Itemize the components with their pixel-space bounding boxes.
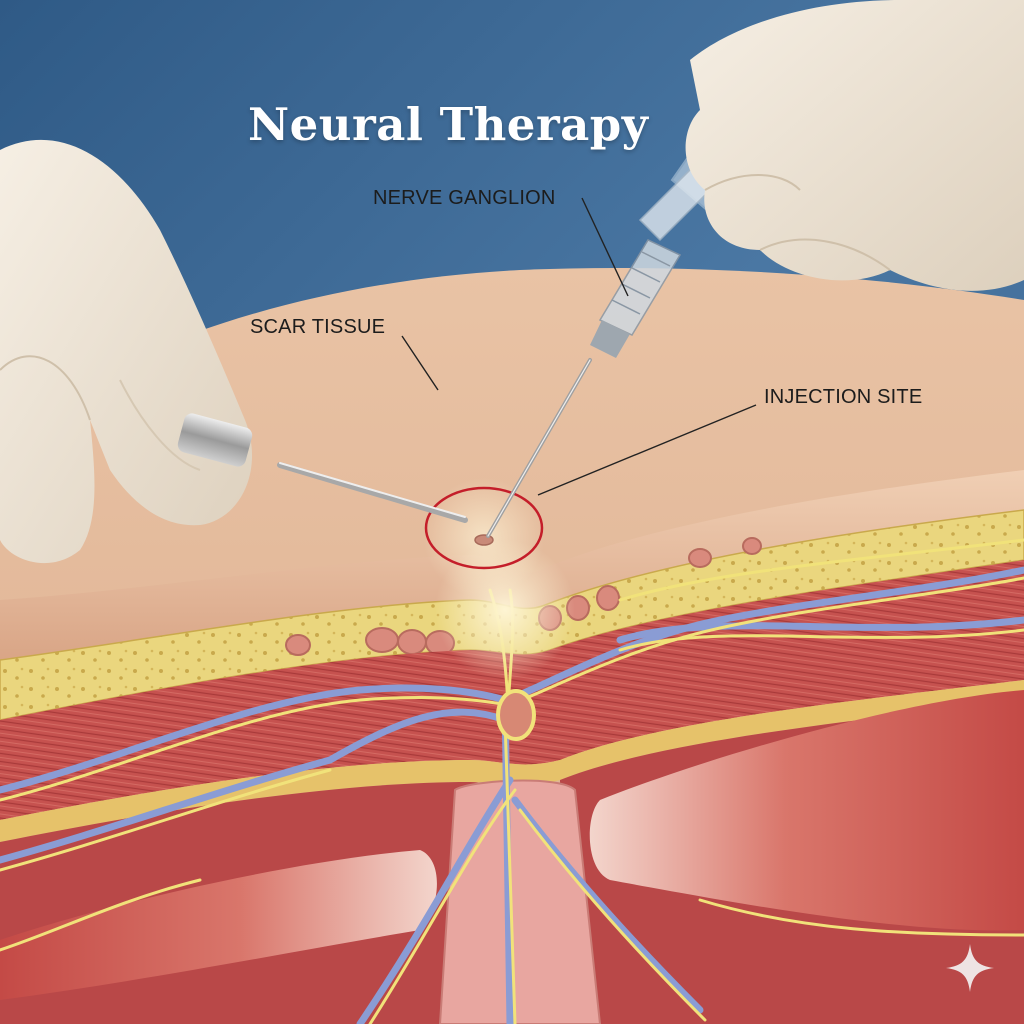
leader-nerve-ganglion: [581, 197, 629, 297]
label-scar-tissue: SCAR TISSUE: [250, 316, 386, 338]
injection-site-circle: [424, 486, 544, 570]
illustration-title: Neural Therapy: [248, 98, 649, 151]
fascia-layer: [0, 680, 1024, 842]
injection-puncture: [474, 534, 494, 546]
nerves: [0, 538, 1024, 1024]
central-canal: [438, 779, 602, 1024]
sparkle-icon: [946, 944, 994, 992]
leader-lines: [401, 197, 757, 496]
label-nerve-ganglion: NERVE GANGLION: [373, 187, 556, 209]
probe-instrument: [177, 413, 468, 523]
leader-injection-site: [537, 404, 757, 496]
left-gloved-hand: [0, 139, 253, 564]
muscle-belly-left: [0, 850, 437, 1000]
nerve-ganglion: [496, 689, 536, 741]
label-injection-site: INJECTION SITE: [764, 386, 923, 408]
muscle-belly-right: [589, 690, 1024, 931]
skin-section: [0, 470, 1024, 660]
right-gloved-hand: [685, 0, 1024, 291]
leader-scar-tissue: [401, 335, 439, 391]
